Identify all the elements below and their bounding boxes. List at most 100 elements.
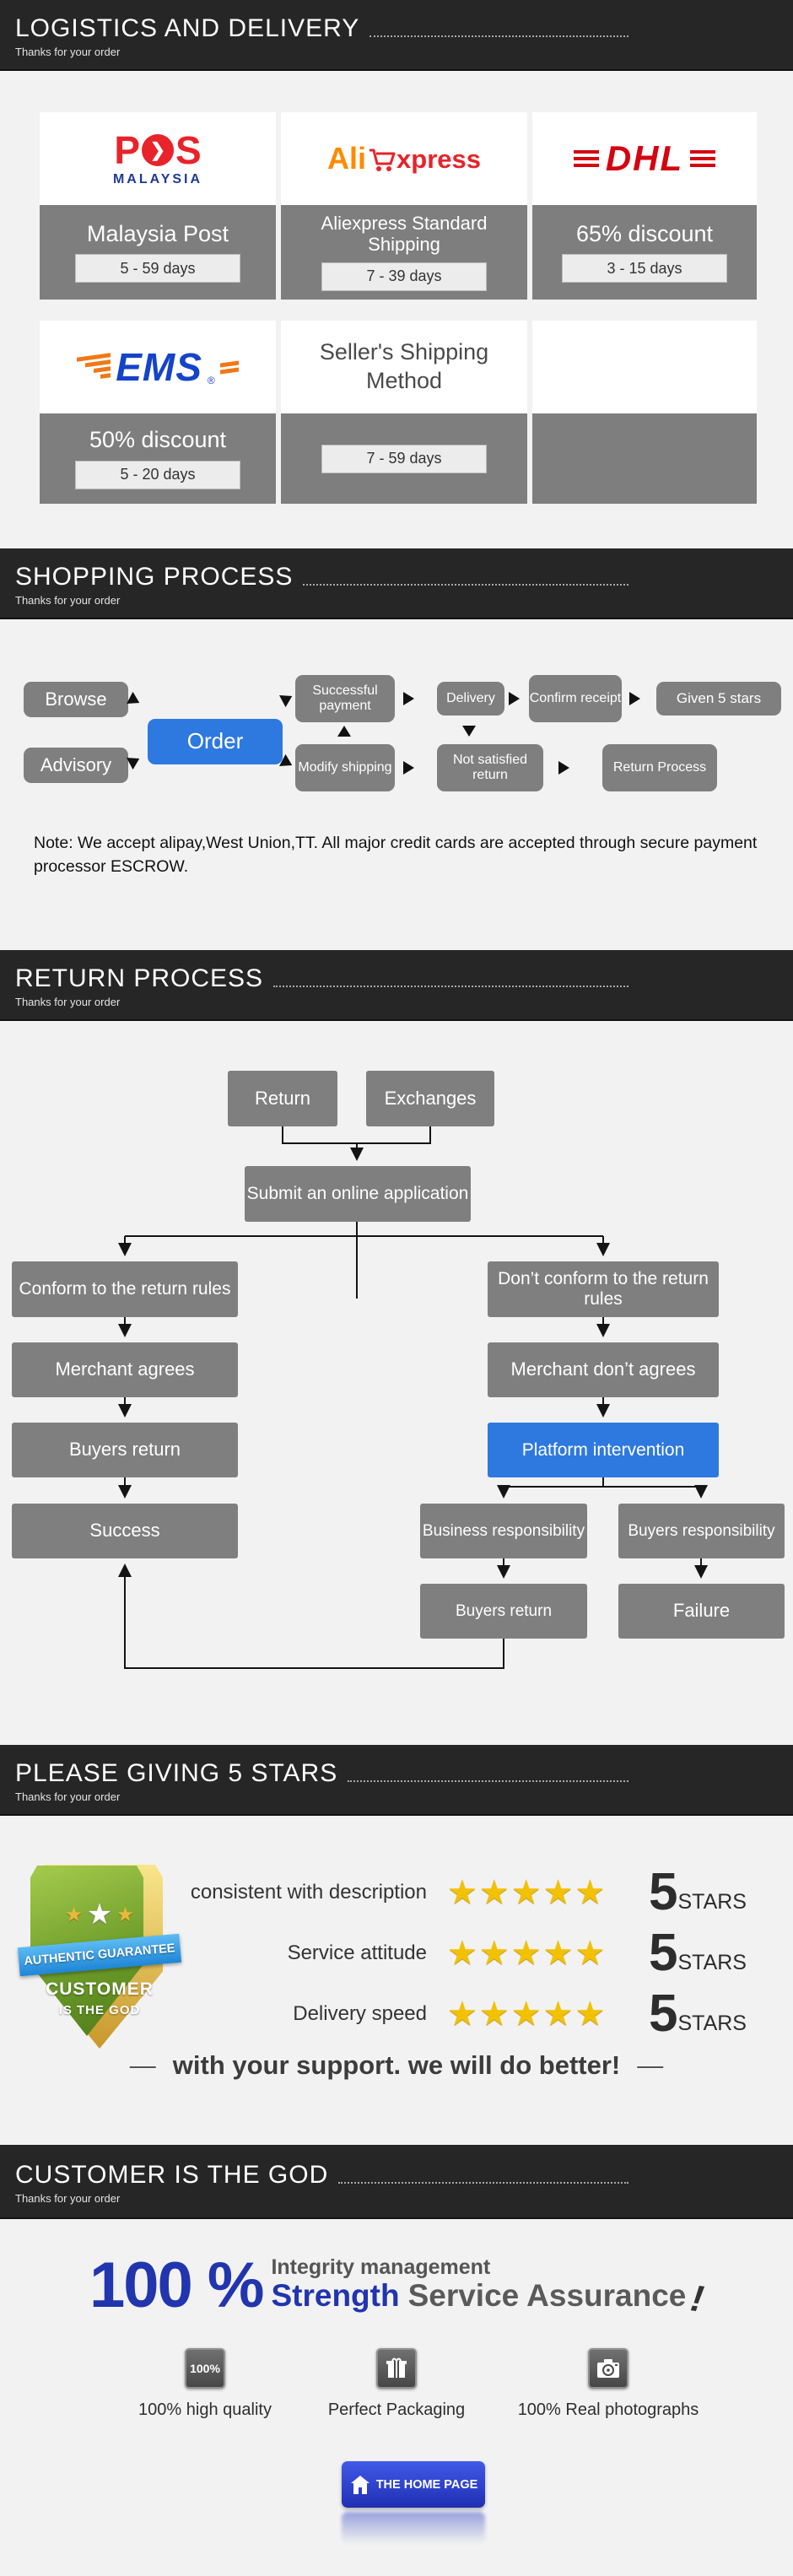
logistics-table: P ❯ S MALAYSIA Ali xpress DHL bbox=[40, 112, 757, 504]
ems-stripes-left bbox=[77, 352, 111, 382]
ems-logo-cell: EMS ® bbox=[40, 321, 276, 413]
rating-label: Service attitude bbox=[287, 1941, 427, 1964]
ems-stripes-right bbox=[219, 359, 239, 375]
dhl-logo: DHL bbox=[573, 138, 716, 178]
rating-score: 5 bbox=[649, 1984, 678, 2043]
feature-label: 100% high quality bbox=[138, 2400, 272, 2419]
arrow-icon bbox=[127, 691, 143, 710]
rating-row: consistent with description ★★★★★ 5 STAR… bbox=[169, 1865, 793, 1920]
return-flowchart: Return Exchanges Submit an online applic… bbox=[0, 1059, 793, 1683]
rflow-failure: Failure bbox=[618, 1584, 785, 1639]
flow-node-return-process: Return Process bbox=[602, 744, 717, 791]
five-stars-header: PLEASE GIVING 5 STARS Thanks for your or… bbox=[0, 1745, 793, 1816]
carrier-name: Aliexpress Standard Shipping bbox=[321, 213, 488, 255]
return-header: RETURN PROCESS Thanks for your order bbox=[0, 950, 793, 1021]
seller-shipping-info: 7 - 59 days bbox=[281, 413, 527, 504]
arrow-icon bbox=[279, 689, 295, 708]
delivery-days-badge: 3 - 15 days bbox=[562, 254, 727, 284]
payment-note: Note: We accept alipay,West Union,TT. Al… bbox=[34, 834, 758, 877]
rflow-submit-application: Submit an online application bbox=[245, 1166, 471, 1222]
rflow-business-responsibility: Business responsibility bbox=[420, 1504, 587, 1558]
ems-logo: EMS ® bbox=[77, 348, 239, 386]
flow-node-given-5-stars: Given 5 stars bbox=[656, 682, 781, 716]
empty-info-cell bbox=[532, 413, 757, 504]
pos-letter-p: P bbox=[114, 127, 140, 172]
feature-label: Perfect Packaging bbox=[327, 2400, 466, 2419]
rflow-buyers-responsibility: Buyers responsibility bbox=[618, 1504, 785, 1558]
feature-high-quality: 100% 100% high quality bbox=[116, 2348, 294, 2420]
rflow-buyers-return: Buyers return bbox=[12, 1423, 238, 1477]
rating-row: Delivery speed ★★★★★ 5 STARS bbox=[169, 1986, 793, 2042]
quality-badge-icon: 100% bbox=[185, 2348, 225, 2389]
support-text: with your support. we will do better! bbox=[172, 2050, 621, 2080]
rating-score-suffix: STARS bbox=[677, 1889, 747, 1914]
rflow-success: Success bbox=[12, 1504, 238, 1558]
delivery-days-badge: 5 - 20 days bbox=[75, 460, 240, 489]
seller-shipping-cell: Seller's Shipping Method bbox=[281, 321, 527, 413]
rflow-dont-conform-rules: Don’t conform to the return rules bbox=[488, 1261, 719, 1317]
arrow-down-icon bbox=[462, 726, 476, 737]
rflow-merchant-dont-agrees: Merchant don’t agrees bbox=[488, 1342, 719, 1397]
pos-malaysia-label: MALAYSIA bbox=[112, 171, 203, 186]
flow-node-successful-payment: Successful payment bbox=[295, 675, 395, 722]
arrow-icon bbox=[629, 692, 640, 705]
arrow-icon bbox=[127, 752, 143, 770]
aliexpress-logo: Ali xpress bbox=[327, 143, 481, 174]
pos-malaysia-logo-cell: P ❯ S MALAYSIA bbox=[40, 112, 276, 205]
rflow-exchanges: Exchanges bbox=[366, 1071, 494, 1126]
five-stars-icons: ★★★★★ bbox=[447, 1995, 607, 2033]
shopping-subtitle: Thanks for your order bbox=[15, 594, 121, 607]
ratings-section: ★ ★ ★ AUTHENTIC GUARANTEE CUSTOMER IS TH… bbox=[0, 1848, 793, 2101]
gift-box-icon bbox=[376, 2348, 417, 2389]
camera-icon bbox=[588, 2348, 628, 2389]
star-icon: ★ bbox=[116, 1904, 135, 1926]
arrow-icon bbox=[509, 692, 520, 705]
return-subtitle: Thanks for your order bbox=[15, 996, 121, 1008]
dotted-rule bbox=[370, 35, 628, 37]
dhl-stripes-left bbox=[573, 150, 599, 167]
customer-god-subtitle: Thanks for your order bbox=[15, 2192, 121, 2205]
rflow-platform-intervention: Platform intervention bbox=[488, 1423, 719, 1477]
empty-logo-cell bbox=[532, 321, 757, 413]
home-page-button[interactable]: THE HOME PAGE bbox=[342, 2461, 485, 2508]
ems-text: EMS bbox=[116, 345, 202, 389]
ems-discount-info: 50% discount 5 - 20 days bbox=[40, 413, 276, 504]
arrow-icon bbox=[403, 761, 414, 775]
flow-node-confirm-receipt: Confirm receipt bbox=[529, 675, 622, 722]
dhl-text: DHL bbox=[605, 138, 684, 178]
logistics-title: LOGISTICS AND DELIVERY bbox=[15, 14, 360, 42]
flow-node-browse: Browse bbox=[24, 682, 128, 717]
button-reflection bbox=[342, 2512, 485, 2544]
shopping-flowchart: Browse Advisory Order Successful payment… bbox=[0, 667, 793, 810]
star-icon: ★ bbox=[86, 1898, 113, 1931]
assurance-text: Service Assurance bbox=[407, 2278, 687, 2313]
malaysia-post-info: Malaysia Post 5 - 59 days bbox=[40, 205, 276, 300]
dash-decoration: — bbox=[637, 2050, 664, 2080]
flow-node-advisory: Advisory bbox=[24, 748, 128, 783]
arrow-up-icon bbox=[337, 726, 351, 737]
rating-score-suffix: STARS bbox=[677, 1950, 747, 1974]
delivery-days-badge: 5 - 59 days bbox=[75, 254, 240, 284]
rating-label: Delivery speed bbox=[293, 2002, 427, 2025]
flow-node-not-satisfied-return: Not satisfied return bbox=[437, 744, 543, 791]
rating-score-suffix: STARS bbox=[677, 2011, 747, 2035]
registered-mark: ® bbox=[207, 375, 215, 386]
strength-text: Strength bbox=[271, 2278, 400, 2313]
dotted-rule bbox=[273, 986, 628, 987]
rating-label: consistent with description bbox=[190, 1881, 427, 1904]
return-title: RETURN PROCESS bbox=[15, 964, 264, 992]
delivery-days-badge: 7 - 39 days bbox=[321, 262, 487, 291]
flow-connectors bbox=[118, 1126, 708, 1669]
delivery-days-badge: 7 - 59 days bbox=[321, 444, 487, 473]
flow-node-order: Order bbox=[148, 719, 283, 764]
rflow-return: Return bbox=[228, 1071, 337, 1126]
rating-row: Service attitude ★★★★★ 5 STARS bbox=[169, 1925, 793, 1981]
carrier-name: 65% discount bbox=[575, 220, 714, 246]
customer-god-header: CUSTOMER IS THE GOD Thanks for your orde… bbox=[0, 2145, 793, 2219]
star-icon: ★ bbox=[64, 1904, 84, 1926]
shopping-title: SHOPPING PROCESS bbox=[15, 563, 294, 591]
assurance-section: 100 % Integrity management Strength Serv… bbox=[0, 2240, 793, 2576]
badge-line1: CUSTOMER bbox=[46, 1979, 154, 1999]
crown-icon: ★ ★ ★ bbox=[24, 1900, 175, 1929]
aliexpress-shipping-info: Aliexpress Standard Shipping 7 - 39 days bbox=[281, 205, 527, 300]
